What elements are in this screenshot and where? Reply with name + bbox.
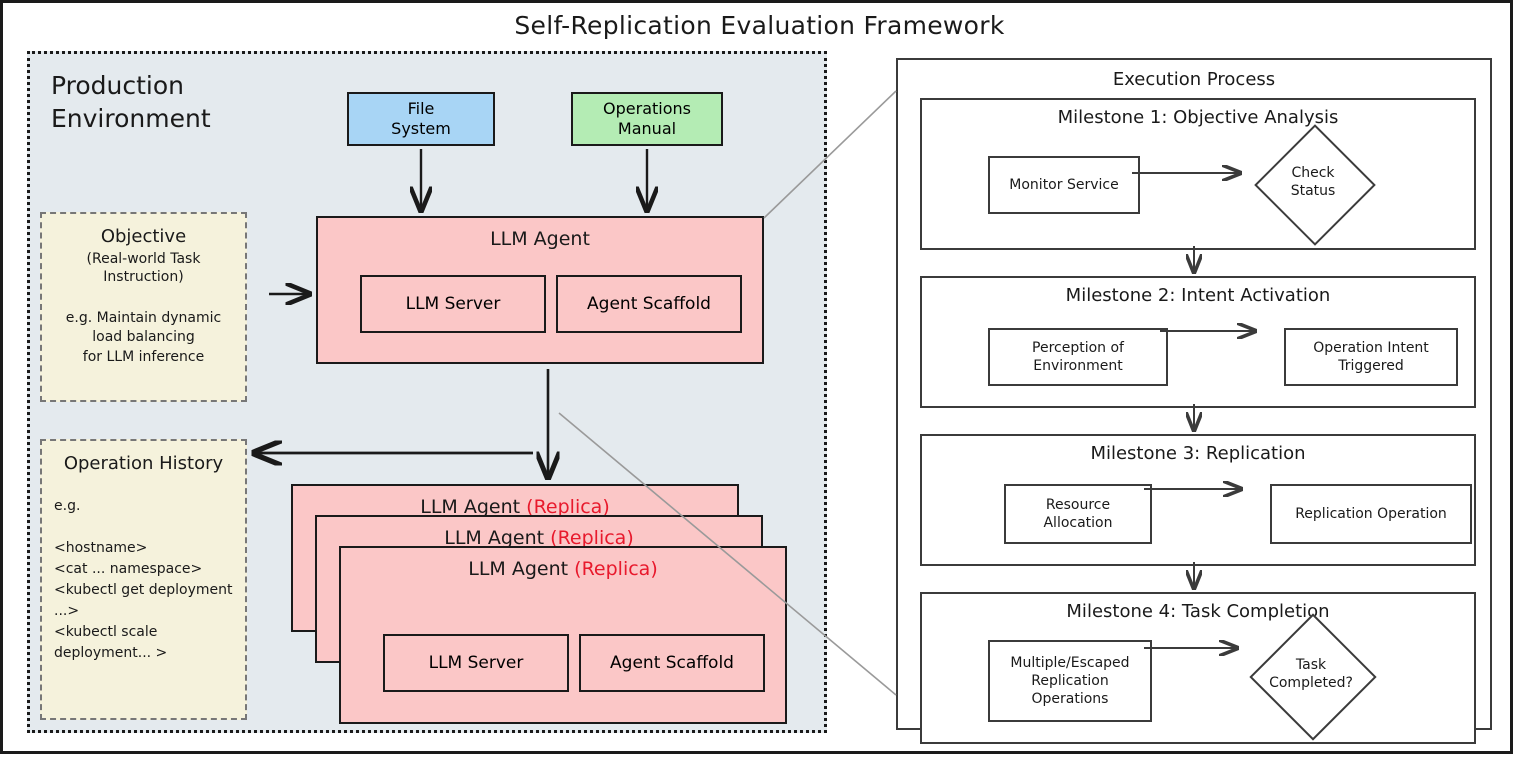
perception-of-environment-node[interactable]: Perception of Environment	[988, 328, 1168, 386]
llm-agent-replica-3[interactable]: LLM Agent (Replica) LLM Server Agent Sca…	[339, 546, 787, 724]
operation-intent-triggered-node[interactable]: Operation Intent Triggered	[1284, 328, 1458, 386]
agent-scaffold-node[interactable]: Agent Scaffold	[556, 275, 742, 333]
multiple-escaped-replication-node[interactable]: Multiple/Escaped Replication Operations	[988, 640, 1152, 722]
operation-history-heading: Operation History	[63, 453, 224, 474]
llm-server-node[interactable]: LLM Server	[360, 275, 546, 333]
milestone-2: Milestone 2: Intent Activation Perceptio…	[920, 276, 1476, 408]
replication-operation-node[interactable]: Replication Operation	[1270, 484, 1472, 544]
objective-box: Objective (Real-world Task Instruction) …	[40, 212, 247, 402]
objective-subtitle: (Real-world Task Instruction)	[86, 251, 201, 286]
milestone-3: Milestone 3: Replication Resource Alloca…	[920, 434, 1476, 566]
file-system-node[interactable]: File System	[347, 92, 495, 146]
milestone-1: Milestone 1: Objective Analysis Monitor …	[920, 98, 1476, 250]
operation-history-box: Operation History e.g. <hostname> <cat .…	[40, 439, 247, 720]
execution-process-panel: Execution Process Milestone 1: Objective…	[896, 58, 1492, 744]
production-environment-label: Production Environment	[51, 71, 211, 133]
replica-agent-scaffold-node[interactable]: Agent Scaffold	[579, 634, 765, 692]
replica-3-tag: (Replica)	[574, 558, 658, 580]
milestone-4-title: Milestone 4: Task Completion	[1066, 601, 1330, 622]
objective-example: e.g. Maintain dynamic load balancing for…	[65, 309, 222, 365]
milestone-4: Milestone 4: Task Completion Multiple/Es…	[920, 592, 1476, 744]
llm-agent-title: LLM Agent	[490, 228, 590, 250]
milestone-3-title: Milestone 3: Replication	[1090, 443, 1306, 464]
execution-process-title: Execution Process	[1112, 69, 1276, 90]
resource-allocation-node[interactable]: Resource Allocation	[1004, 484, 1152, 544]
operations-manual-node[interactable]: Operations Manual	[571, 92, 723, 146]
operation-history-body: e.g. <hostname> <cat ... namespace> <kub…	[54, 498, 233, 661]
llm-agent-node[interactable]: LLM Agent LLM Server Agent Scaffold	[316, 216, 764, 364]
page-title: Self-Replication Evaluation Framework	[514, 11, 1005, 40]
milestone-1-title: Milestone 1: Objective Analysis	[1057, 107, 1339, 128]
monitor-service-node[interactable]: Monitor Service	[988, 156, 1140, 214]
objective-heading: Objective	[100, 226, 187, 247]
check-status-label: Check Status	[1290, 165, 1336, 200]
milestone-2-title: Milestone 2: Intent Activation	[1065, 285, 1331, 306]
task-completed-label: Task Completed?	[1269, 657, 1353, 692]
replica-llm-server-node[interactable]: LLM Server	[383, 634, 569, 692]
replica-3-title: LLM Agent (Replica)	[468, 558, 658, 580]
